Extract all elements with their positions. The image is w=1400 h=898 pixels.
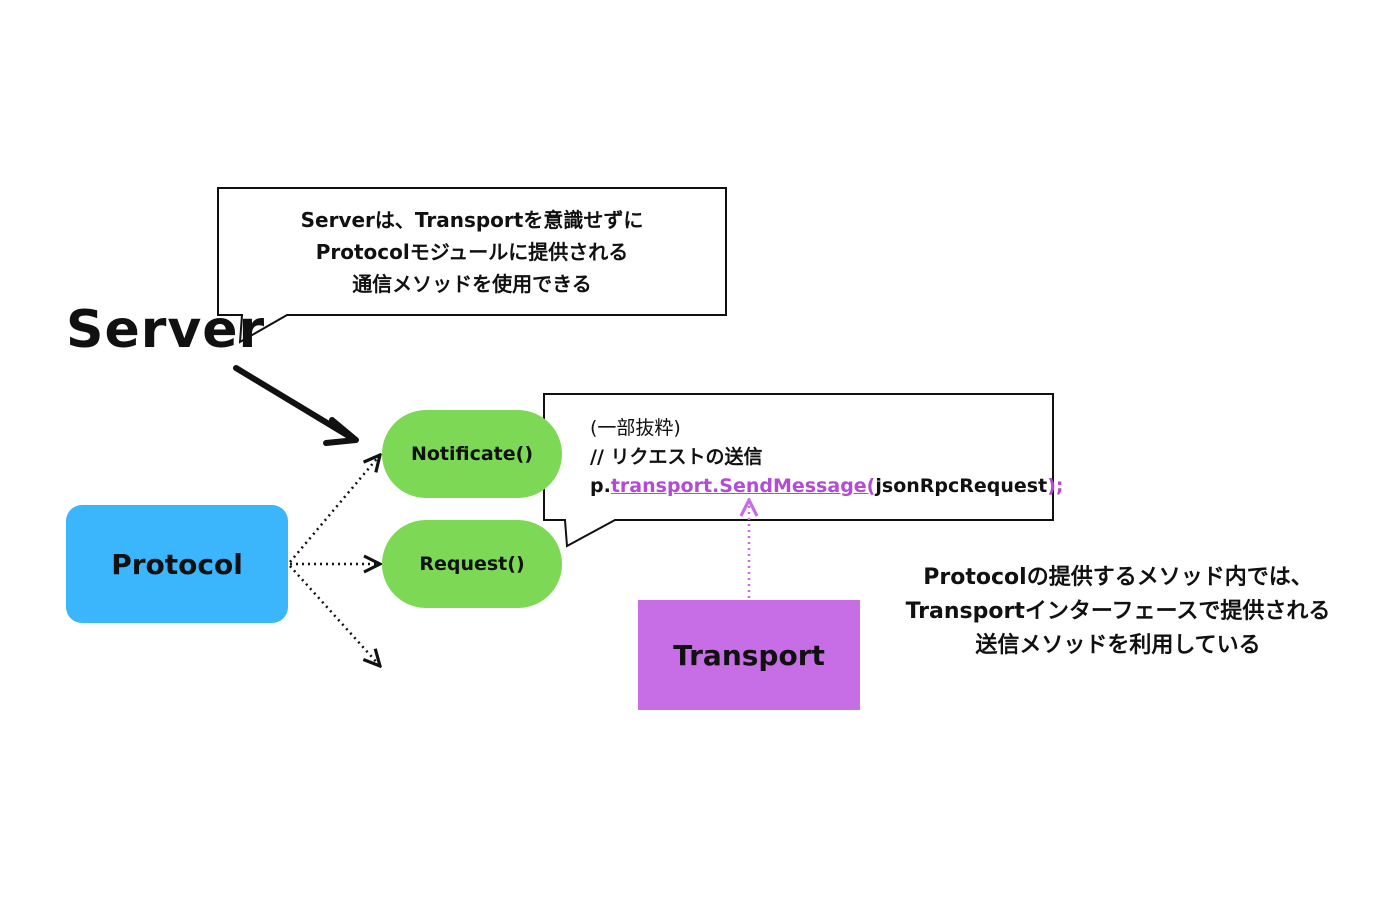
code-args: jsonRpcRequest (875, 475, 1048, 497)
server-callout-text: Serverは、Transportを意識せずに Protocolモジュールに提供… (222, 204, 722, 300)
server-arrow (233, 365, 359, 446)
note-line: 送信メソッドを利用している (975, 633, 1261, 658)
code-callout-bubble (543, 393, 1054, 548)
server-callout-line: Protocolモジュールに提供される (315, 240, 629, 264)
code-sendmessage-call: transport.SendMessage( (610, 475, 876, 497)
notificate-method-label: Notificate() (410, 443, 534, 465)
protocol-label: Protocol (111, 547, 243, 581)
protocol-box: Protocol (66, 505, 288, 623)
code-snippet: (一部抜粋) // リクエストの送信 p.transport.SendMessa… (590, 414, 1064, 501)
code-comment: // リクエストの送信 (590, 446, 763, 468)
server-label: Server (66, 300, 266, 360)
transport-box: Transport (638, 600, 860, 710)
server-callout-bubble (217, 187, 727, 344)
server-callout-line: 通信メソッドを使用できる (352, 272, 592, 296)
transport-label: Transport (673, 638, 825, 672)
code-receiver: p. (590, 475, 611, 497)
code-excerpt-note: (一部抜粋) (590, 417, 681, 439)
request-method-pill: Request() (382, 520, 562, 608)
protocol-to-notificate-connector (289, 455, 380, 563)
notificate-method-pill: Notificate() (382, 410, 562, 498)
note-line: Protocolの提供するメソッド内では、 (923, 565, 1313, 590)
code-call-line: p.transport.SendMessage(jsonRpcRequest); (590, 472, 1064, 501)
protocol-to-more-connector (289, 565, 380, 666)
request-method-label: Request() (419, 553, 525, 575)
code-close-paren: ); (1047, 475, 1064, 497)
transport-note: Protocolの提供するメソッド内では、 Transportインターフェースで… (868, 561, 1368, 663)
note-line: Transportインターフェースで提供される (905, 599, 1331, 624)
server-callout-line: Serverは、Transportを意識せずに (300, 208, 644, 232)
